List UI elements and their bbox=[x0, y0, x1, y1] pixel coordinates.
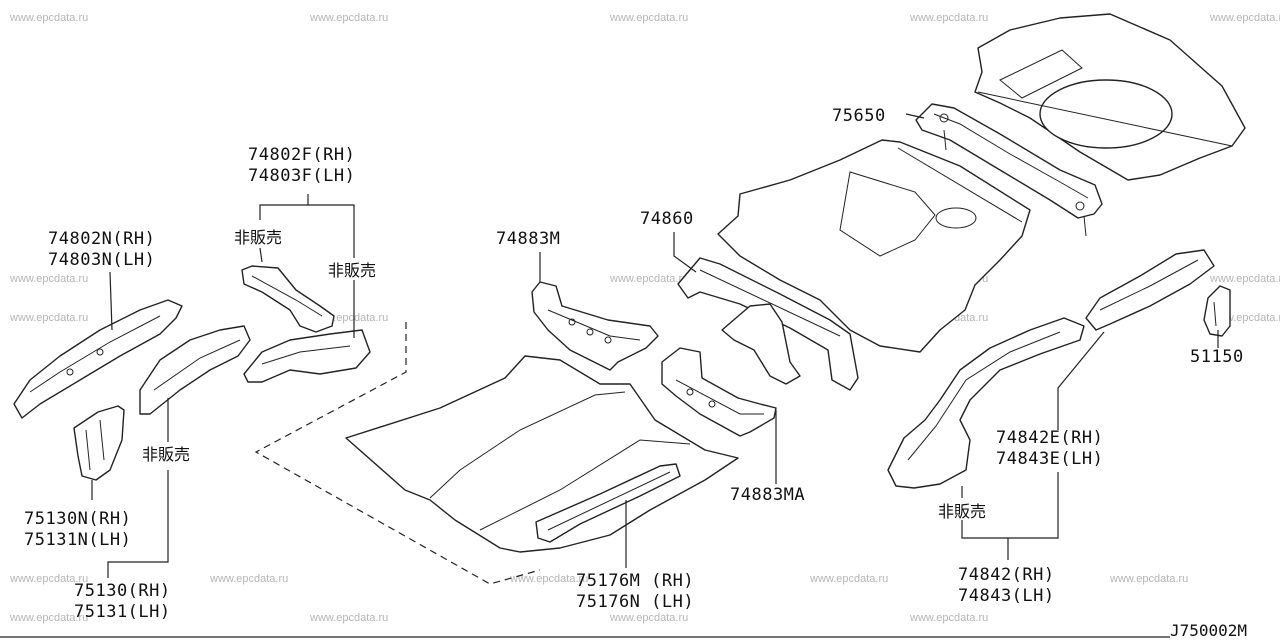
label-75130: 75130(RH) bbox=[74, 581, 171, 601]
not-for-sale-note: 非販売 bbox=[938, 502, 986, 521]
gusset-75130N bbox=[73, 405, 125, 481]
not-for-sale-note: 非販売 bbox=[142, 445, 190, 464]
tunnel-bracket bbox=[721, 303, 801, 385]
label-75131N: 75131N(LH) bbox=[24, 530, 131, 550]
label-75131: 75131(LH) bbox=[74, 602, 171, 622]
side-bracket-75130 bbox=[139, 325, 251, 415]
watermark: www.epcdata.ru bbox=[609, 12, 688, 24]
rear-cross-member-75650 bbox=[915, 103, 1103, 237]
label-74842: 74842(RH) bbox=[958, 565, 1055, 585]
rear-floor-panel bbox=[974, 13, 1246, 181]
rear-side-member-74842 bbox=[887, 317, 1085, 489]
dashed-bracket bbox=[254, 322, 541, 585]
watermark: www.epcdata.ru bbox=[309, 12, 388, 24]
watermark: www.epcdata.ru bbox=[509, 573, 588, 585]
watermark: www.epcdata.ru bbox=[809, 573, 888, 585]
floor-center-panel-74860 bbox=[717, 139, 1031, 353]
label-75176M: 75176M (RH) bbox=[576, 571, 694, 591]
label-74883MA: 74883MA bbox=[730, 485, 805, 505]
diagram-code: J750002M bbox=[1170, 621, 1247, 640]
watermark: www.epcdata.ru bbox=[609, 612, 688, 624]
cross-member-74883M bbox=[531, 281, 659, 371]
not-for-sale-note: 非販売 bbox=[328, 261, 376, 280]
label-74802F: 74802F(RH) bbox=[248, 145, 355, 165]
cross-beam bbox=[677, 257, 859, 391]
not-for-sale-note: 非販売 bbox=[234, 228, 282, 247]
watermark: www.epcdata.ru bbox=[909, 612, 988, 624]
label-74842E: 74842E(RH) bbox=[996, 428, 1103, 448]
label-74860: 74860 bbox=[640, 209, 694, 229]
watermark: www.epcdata.ru bbox=[9, 312, 88, 324]
label-74802N: 74802N(RH) bbox=[48, 229, 155, 249]
label-75176N: 75176N (LH) bbox=[576, 592, 694, 612]
watermark: www.epcdata.ru bbox=[609, 273, 688, 285]
front-side-member-74803F bbox=[243, 329, 371, 383]
label-74803N: 74803N(LH) bbox=[48, 250, 155, 270]
label-75650: 75650 bbox=[832, 106, 886, 126]
label-74803F: 74803F(LH) bbox=[248, 166, 355, 186]
label-74883M: 74883M bbox=[496, 229, 560, 249]
part-labels: 74802F(RH) 74803F(LH) 74802N(RH) 74803N(… bbox=[24, 106, 1244, 622]
watermark: www.epcdata.ru bbox=[1209, 12, 1280, 24]
label-75130N: 75130N(RH) bbox=[24, 509, 131, 529]
side-sill-75176 bbox=[535, 463, 681, 543]
cross-member-74883MA bbox=[661, 347, 777, 437]
label-51150: 51150 bbox=[1190, 347, 1244, 367]
watermark: www.epcdata.ru bbox=[9, 612, 88, 624]
watermark: www.epcdata.ru bbox=[209, 573, 288, 585]
watermark: www.epcdata.ru bbox=[909, 12, 988, 24]
front-side-member-74802F bbox=[241, 265, 335, 333]
watermark: www.epcdata.ru bbox=[1109, 573, 1188, 585]
not-for-sale-notes: 非販売 非販売 非販売 非販売 bbox=[142, 228, 986, 521]
front-rail-74802N bbox=[13, 299, 183, 419]
watermark: www.epcdata.ru bbox=[309, 612, 388, 624]
watermark: www.epcdata.ru bbox=[9, 273, 88, 285]
front-floor-pan bbox=[345, 355, 739, 553]
bracket-51150 bbox=[1203, 285, 1231, 337]
label-74843: 74843(LH) bbox=[958, 586, 1055, 606]
label-74843E: 74843E(LH) bbox=[996, 449, 1103, 469]
watermark: www.epcdata.ru bbox=[9, 573, 88, 585]
rear-extension-74842E bbox=[1085, 249, 1215, 331]
watermark: www.epcdata.ru bbox=[9, 12, 88, 24]
leader-lines bbox=[91, 113, 1219, 578]
watermark: www.epcdata.ru bbox=[1209, 273, 1280, 285]
